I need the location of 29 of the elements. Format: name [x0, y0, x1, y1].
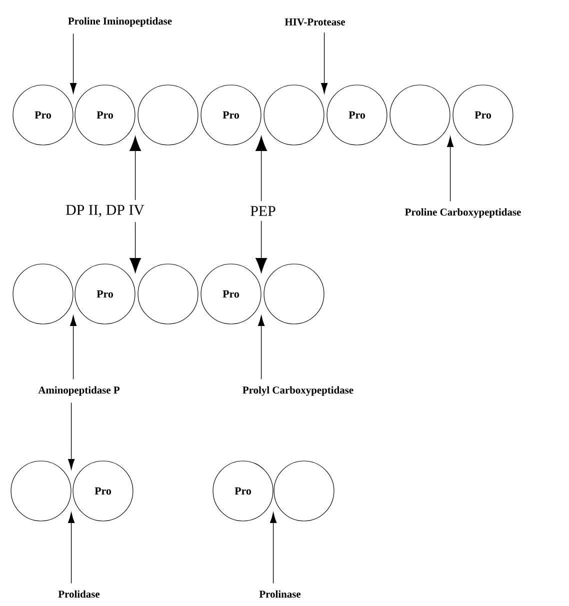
residue-circle [138, 84, 198, 146]
arrow [270, 512, 277, 584]
arrow [320, 32, 328, 94]
enzyme-label: Proline Carboxypeptidase [405, 208, 521, 218]
residue-circle [390, 84, 450, 146]
arrow [68, 402, 75, 470]
arrow [446, 136, 454, 202]
enzyme-label: PEP [250, 206, 276, 216]
arrow [70, 33, 77, 94]
enzyme-label: HIV-Protease [284, 18, 346, 26]
arrow [256, 220, 268, 273]
residue-circle [274, 460, 334, 522]
residue-circle [12, 264, 74, 324]
arrow [130, 136, 142, 200]
arrow [130, 222, 142, 273]
residue-circle [264, 264, 324, 324]
arrow [256, 136, 268, 202]
enzyme-label: Aminopeptidase P [38, 386, 120, 396]
enzyme-label: Proline Iminopeptidase [68, 17, 172, 27]
arrow [258, 315, 265, 380]
enzyme-label: Prolyl Carboxypeptidase [242, 386, 354, 396]
residue-circle [264, 84, 324, 146]
enzyme-label: Prolidase [58, 590, 100, 598]
arrow [68, 512, 75, 584]
residue-circle [10, 460, 72, 522]
enzyme-label: DP II, DP IV [66, 204, 144, 218]
residue-circle [138, 264, 198, 324]
enzyme-label: Prolinase [259, 590, 301, 598]
arrow [70, 315, 77, 380]
